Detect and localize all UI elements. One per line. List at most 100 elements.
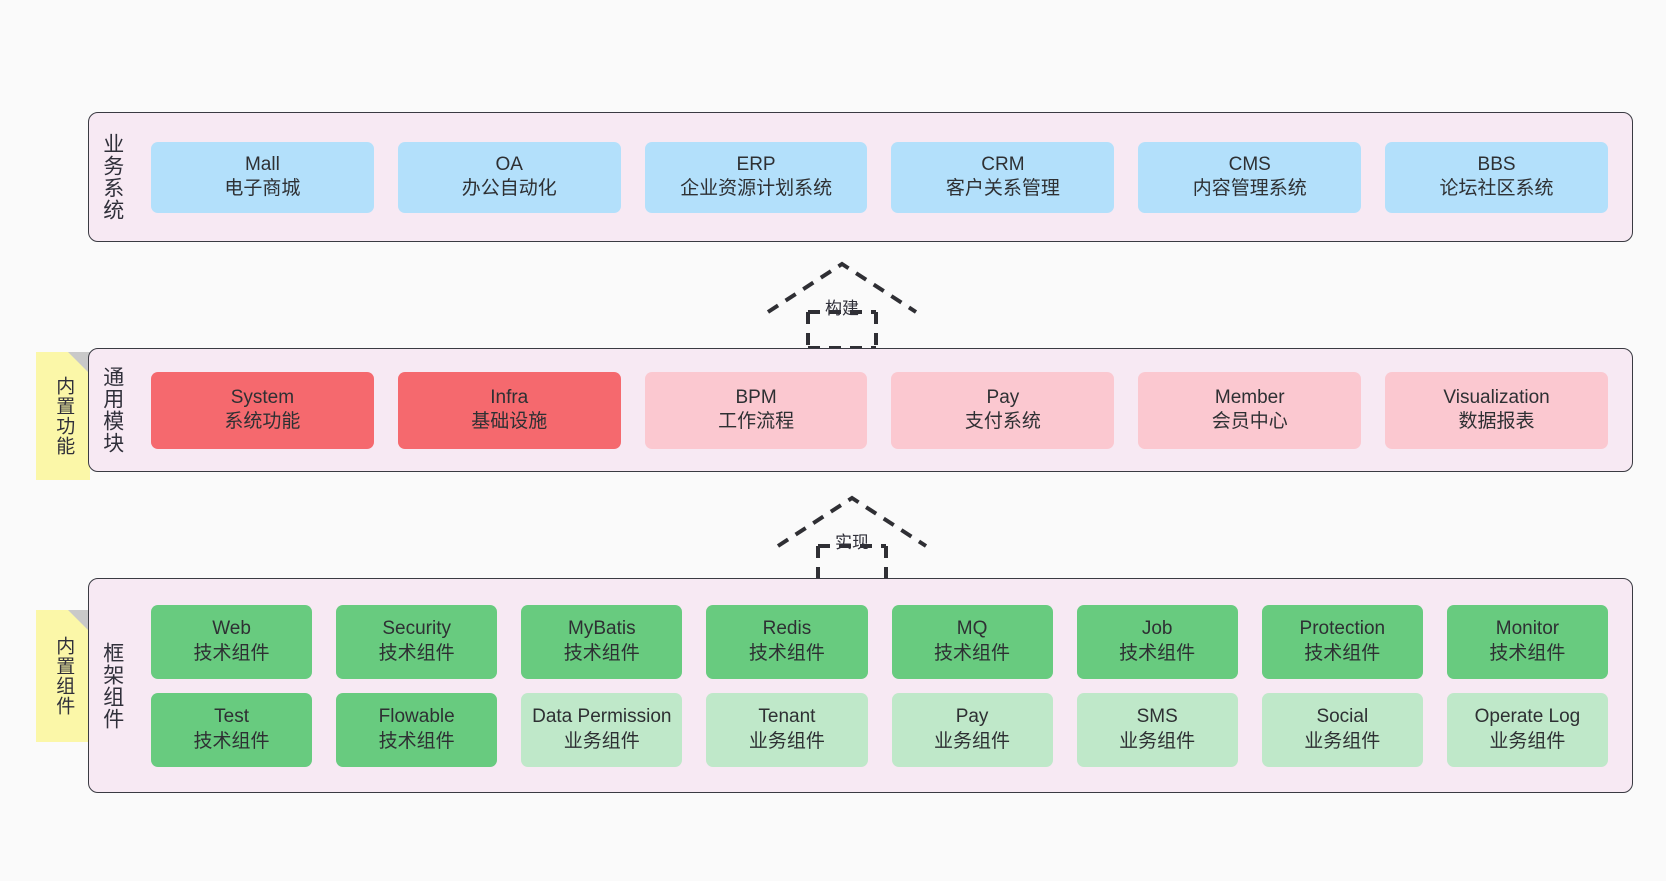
node-title-cn: 技术组件	[193, 730, 270, 752]
node-title-cn: 论坛社区系统	[1439, 178, 1554, 199]
node-title-en: Infra	[490, 386, 529, 408]
node-title-en: BPM	[735, 386, 777, 408]
node-system[interactable]: System 系统功能	[151, 371, 374, 449]
node-title-cn: 企业资源计划系统	[680, 178, 833, 199]
node-title-en: Test	[214, 706, 249, 728]
node-title-en: Data Permission	[532, 706, 672, 728]
node-redis[interactable]: Redis 技术组件	[706, 604, 868, 679]
node-visualization[interactable]: Visualization 数据报表	[1385, 371, 1608, 449]
node-sms[interactable]: SMS 业务组件	[1076, 692, 1238, 767]
node-social[interactable]: Social 业务组件	[1261, 692, 1423, 767]
node-title-cn: 客户关系管理	[945, 178, 1060, 199]
node-security[interactable]: Security 技术组件	[336, 604, 498, 679]
node-mybatis[interactable]: MyBatis 技术组件	[521, 604, 683, 679]
node-job[interactable]: Job 技术组件	[1076, 604, 1238, 679]
node-title-cn: 基础设施	[471, 411, 548, 432]
node-mall[interactable]: Mall 电子商城	[151, 141, 374, 213]
node-pay-module[interactable]: Pay 支付系统	[891, 371, 1115, 449]
common-node-row: System 系统功能 Infra 基础设施 BPM 工作流程 Pay 支付系统…	[135, 349, 1632, 471]
node-web[interactable]: Web 技术组件	[151, 604, 313, 679]
node-title-cn: 工作流程	[718, 411, 795, 432]
sticky-note-label: 内置组件	[53, 636, 75, 716]
node-title-cn: 办公自动化	[461, 178, 557, 199]
generalization-arrow-build: 构建	[762, 258, 922, 350]
framework-node-row-biz: Test 技术组件 Flowable 技术组件 Data Permission …	[139, 692, 1620, 767]
node-title-en: Redis	[762, 618, 812, 640]
layer-common-module: 通用模块 System 系统功能 Infra 基础设施 BPM 工作流程 Pay…	[88, 348, 1633, 472]
node-title-cn: 业务组件	[1304, 730, 1381, 752]
node-title-cn: 技术组件	[563, 642, 640, 664]
node-member[interactable]: Member 会员中心	[1138, 371, 1362, 449]
node-pay-component[interactable]: Pay 业务组件	[891, 692, 1053, 767]
node-flowable[interactable]: Flowable 技术组件	[336, 692, 498, 767]
node-title-cn: 业务组件	[934, 730, 1011, 752]
node-title-en: Protection	[1299, 618, 1386, 640]
layer-label-common-module: 通用模块	[100, 366, 124, 454]
node-title-en: Mall	[244, 153, 280, 175]
node-erp[interactable]: ERP 企业资源计划系统	[644, 141, 868, 213]
layer-framework-component: 框架组件 Web 技术组件 Security 技术组件 MyBatis 技术组件…	[88, 578, 1633, 793]
node-title-en: Visualization	[1443, 386, 1550, 408]
node-mq[interactable]: MQ 技术组件	[891, 604, 1053, 679]
node-title-cn: 技术组件	[934, 642, 1011, 664]
node-title-en: CRM	[981, 153, 1025, 175]
node-title-en: Security	[382, 618, 451, 640]
framework-node-row-tech: Web 技术组件 Security 技术组件 MyBatis 技术组件 Redi…	[139, 604, 1620, 679]
node-title-cn: 技术组件	[1304, 642, 1381, 664]
sticky-note-label: 内置功能	[53, 376, 75, 456]
sticky-note-builtin-components: 内置组件	[36, 610, 90, 742]
business-node-row: Mall 电子商城 OA 办公自动化 ERP 企业资源计划系统 CRM 客户关系…	[135, 113, 1632, 241]
node-title-en: Monitor	[1495, 618, 1560, 640]
node-title-cn: 技术组件	[748, 642, 825, 664]
node-title-en: System	[230, 386, 295, 408]
node-bpm[interactable]: BPM 工作流程	[644, 371, 868, 449]
node-title-cn: 电子商城	[224, 178, 301, 199]
node-title-en: Member	[1214, 386, 1285, 408]
node-title-en: OA	[495, 153, 523, 175]
node-title-en: Flowable	[378, 706, 455, 728]
node-data-permission[interactable]: Data Permission 业务组件	[521, 692, 683, 767]
node-monitor[interactable]: Monitor 技术组件	[1446, 604, 1608, 679]
node-operate-log[interactable]: Operate Log 业务组件	[1446, 692, 1608, 767]
node-title-cn: 内容管理系统	[1192, 178, 1307, 199]
node-title-cn: 业务组件	[1489, 730, 1566, 752]
node-title-cn: 技术组件	[1119, 642, 1196, 664]
node-title-en: Social	[1316, 706, 1369, 728]
node-protection[interactable]: Protection 技术组件	[1261, 604, 1423, 679]
layer-label-business-system: 业务系统	[100, 133, 124, 221]
node-title-cn: 业务组件	[563, 730, 640, 752]
node-title-en: Operate Log	[1474, 706, 1581, 728]
node-title-en: BBS	[1477, 153, 1516, 175]
node-title-en: Job	[1141, 618, 1173, 640]
node-infra[interactable]: Infra 基础设施	[397, 371, 621, 449]
node-title-cn: 数据报表	[1458, 411, 1535, 432]
node-test[interactable]: Test 技术组件	[151, 692, 313, 767]
node-title-en: Pay	[986, 386, 1020, 408]
node-title-cn: 技术组件	[193, 642, 270, 664]
node-title-en: CMS	[1228, 153, 1271, 175]
layer-business-system: 业务系统 Mall 电子商城 OA 办公自动化 ERP 企业资源计划系统 CRM…	[88, 112, 1633, 242]
node-title-cn: 技术组件	[1489, 642, 1566, 664]
node-title-cn: 业务组件	[1119, 730, 1196, 752]
node-cms[interactable]: CMS 内容管理系统	[1138, 141, 1362, 213]
node-bbs[interactable]: BBS 论坛社区系统	[1385, 141, 1608, 213]
node-title-en: ERP	[736, 153, 776, 175]
node-title-cn: 技术组件	[378, 642, 455, 664]
node-title-cn: 支付系统	[964, 411, 1041, 432]
generalization-arrow-realize: 实现	[772, 492, 932, 584]
node-title-cn: 系统功能	[224, 411, 301, 432]
framework-node-grid: Web 技术组件 Security 技术组件 MyBatis 技术组件 Redi…	[135, 579, 1632, 792]
node-title-en: Web	[212, 618, 251, 640]
node-title-cn: 业务组件	[748, 730, 825, 752]
node-title-cn: 会员中心	[1211, 411, 1288, 432]
node-title-en: SMS	[1136, 706, 1178, 728]
node-tenant[interactable]: Tenant 业务组件	[706, 692, 868, 767]
sticky-note-builtin-features: 内置功能	[36, 352, 90, 480]
node-oa[interactable]: OA 办公自动化	[397, 141, 621, 213]
node-title-en: MQ	[956, 618, 988, 640]
node-title-en: Pay	[955, 706, 989, 728]
node-title-cn: 技术组件	[378, 730, 455, 752]
layer-label-framework-component: 框架组件	[100, 641, 124, 730]
node-crm[interactable]: CRM 客户关系管理	[891, 141, 1115, 213]
